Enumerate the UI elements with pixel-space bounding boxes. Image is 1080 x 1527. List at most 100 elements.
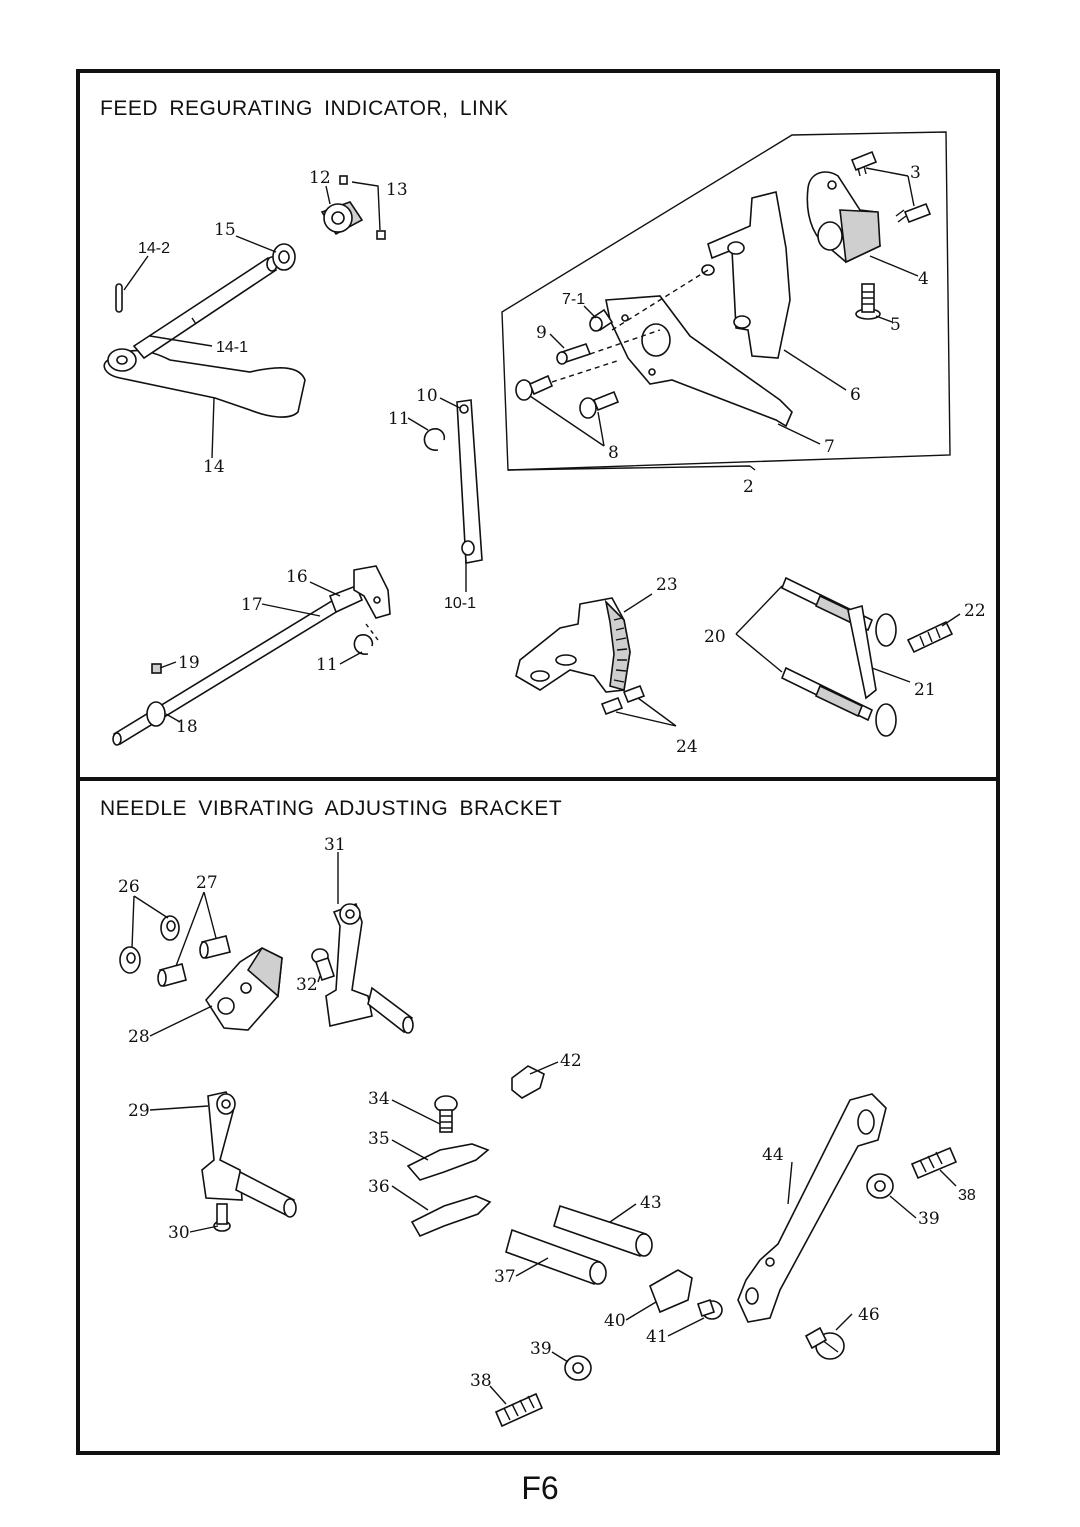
- leader-lines-bottom: [131, 852, 957, 1405]
- part-13-setscrew-b: [339, 175, 348, 185]
- callout-46: 46: [858, 1305, 880, 1325]
- part-43-pin: [553, 1204, 653, 1258]
- part-19-setscrew: [151, 663, 162, 674]
- part-27-pin-a: [157, 963, 187, 987]
- part-14-2-pin: [115, 283, 123, 313]
- part-41-screw: [696, 1298, 723, 1320]
- leader-lines-top: [123, 167, 961, 727]
- part-13-setscrew: [376, 230, 386, 240]
- part-3-screw-top: [850, 150, 878, 177]
- callout-40: 40: [604, 1311, 626, 1331]
- callout-31: 31: [324, 835, 346, 855]
- section-title-feed-regulating: FEED REGURATING INDICATOR, LINK: [100, 97, 509, 120]
- callout-11-bottom: 11: [316, 655, 338, 675]
- part-40-plate: [649, 1269, 693, 1314]
- callout-14-1: 14-1: [216, 339, 248, 356]
- part-34-screw: [434, 1095, 458, 1133]
- callout-13: 13: [386, 180, 408, 200]
- callout-11-top: 11: [388, 409, 410, 429]
- callout-38-top: 38: [958, 1187, 976, 1204]
- part-14-lever: [103, 348, 306, 418]
- part-5-screw: [855, 283, 881, 320]
- callout-labels-bottom: 31 26 27 28 32 29 30 42 34 35 36 43 37 4…: [118, 835, 976, 1391]
- part-38-stud-top: [910, 1146, 958, 1180]
- part-3-screw-bottom: [895, 202, 932, 224]
- callout-10-1: 10-1: [444, 595, 476, 612]
- part-38-stud-bottom: [494, 1392, 544, 1428]
- callout-35: 35: [368, 1129, 390, 1149]
- callout-38-bottom: 38: [470, 1371, 492, 1391]
- part-24-screw-a: [622, 684, 646, 704]
- part-21-bracket: [847, 604, 877, 700]
- part-46-screw: [804, 1326, 845, 1360]
- part-37-pin: [505, 1228, 607, 1286]
- part-9-screw: [556, 343, 592, 365]
- callout-3: 3: [910, 163, 921, 183]
- callout-14: 14: [203, 457, 225, 477]
- callout-30: 30: [168, 1223, 190, 1243]
- part-10-link: [456, 399, 483, 564]
- page-number: F6: [521, 1470, 559, 1506]
- callout-4: 4: [918, 269, 929, 289]
- callout-44: 44: [762, 1145, 784, 1165]
- part-18-collar: [146, 701, 166, 727]
- part-42-nut: [511, 1065, 545, 1099]
- callout-5: 5: [890, 315, 901, 335]
- part-28-block: [204, 946, 283, 1031]
- part-31-bracket: [325, 902, 414, 1034]
- part-35-clip: [406, 1143, 490, 1181]
- section-divider: [80, 777, 996, 781]
- part-39-nut-top: [866, 1173, 894, 1199]
- callout-36: 36: [368, 1177, 390, 1197]
- callout-12: 12: [309, 168, 331, 188]
- part-7-plate: [605, 295, 793, 428]
- part-20-rod-top: [780, 576, 897, 647]
- callout-9: 9: [536, 323, 547, 343]
- part-30-screw: [213, 1203, 231, 1232]
- callout-19: 19: [178, 653, 200, 673]
- callout-23: 23: [656, 575, 678, 595]
- callout-21: 21: [914, 680, 936, 700]
- callout-34: 34: [368, 1089, 390, 1109]
- part-24-screw-b: [600, 696, 624, 716]
- part-26-ring-a: [119, 946, 141, 974]
- part-4-clamp: [806, 171, 881, 264]
- callout-27: 27: [196, 873, 218, 893]
- part-32-screw: [311, 948, 336, 982]
- assembly-2-enclosure: [501, 131, 951, 471]
- part-29-arm: [201, 1091, 297, 1218]
- callout-37: 37: [494, 1267, 516, 1287]
- callout-22: 22: [964, 601, 986, 621]
- part-39-nut-bottom: [564, 1355, 592, 1381]
- callout-29: 29: [128, 1101, 150, 1121]
- part-16-arm: [328, 565, 391, 619]
- part-11-ering-top: [423, 428, 446, 451]
- callout-18: 18: [176, 717, 198, 737]
- part-23-indicator: [515, 597, 631, 693]
- callout-7-1: 7-1: [562, 291, 585, 308]
- part-17-shaft: [112, 594, 348, 746]
- part-12-collar: [320, 201, 364, 236]
- callout-17: 17: [241, 595, 263, 615]
- part-44-lever: [737, 1093, 887, 1323]
- callout-32: 32: [296, 975, 318, 995]
- callout-16: 16: [286, 567, 308, 587]
- part-36-clip: [410, 1195, 492, 1238]
- callout-39-bottom: 39: [530, 1339, 552, 1359]
- diagram-frame: FEED REGURATING INDICATOR, LINK NEEDLE V…: [76, 69, 1000, 1455]
- part-7-1-pin: [589, 308, 614, 332]
- part-14-1-rod: [132, 256, 278, 360]
- callout-2: 2: [743, 477, 754, 497]
- part-6-bracket: [701, 191, 791, 359]
- callout-24: 24: [676, 737, 698, 757]
- part-22-screw: [906, 620, 954, 654]
- section-title-needle-vibrating: NEEDLE VIBRATING ADJUSTING BRACKET: [100, 797, 563, 820]
- callout-14-2: 14-2: [138, 240, 170, 257]
- part-8-screw-a: [515, 374, 554, 401]
- part-20-rod-bottom: [780, 666, 897, 737]
- callout-41: 41: [646, 1327, 668, 1347]
- part-27-pin-b: [199, 935, 231, 959]
- assembly-2-bracket: [507, 465, 756, 471]
- callout-39-top: 39: [918, 1209, 940, 1229]
